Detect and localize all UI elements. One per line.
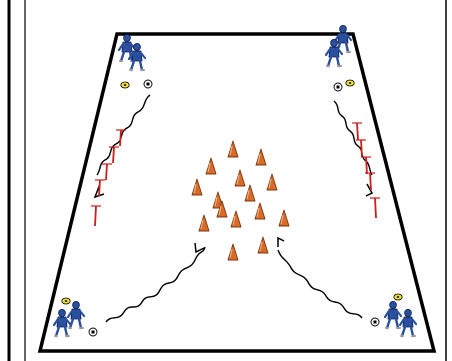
slalom-poles-right: [352, 122, 380, 219]
slalom-pole: [361, 156, 371, 175]
ball: [370, 317, 380, 327]
ball: [143, 79, 153, 89]
marker-disc: [61, 297, 71, 305]
slalom-pole: [365, 172, 375, 191]
dribble-path-bottom-left: [105, 246, 206, 323]
slalom-pole: [102, 163, 112, 181]
dribble-path-bottom-right: [277, 249, 363, 319]
marker-disc: [120, 81, 130, 89]
slalom-pole: [116, 129, 126, 147]
ball: [88, 327, 98, 337]
pitch-outline: [37, 32, 437, 353]
slalom-pole: [356, 139, 366, 158]
slalom-pole: [352, 122, 362, 141]
marker-disc: [393, 293, 403, 301]
arrow-head-right: [365, 183, 374, 197]
slalom-pole: [109, 146, 119, 164]
slalom-pole: [91, 205, 101, 227]
slalom-pole: [95, 179, 105, 197]
arrow-head-bottom-left: [194, 242, 205, 254]
arrow-head-left: [93, 183, 105, 199]
ball: [333, 82, 343, 92]
slalom-pole: [370, 197, 380, 219]
slalom-poles-left: [91, 129, 126, 227]
arrow-head-bottom-right: [277, 236, 285, 247]
marker-disc: [345, 79, 355, 87]
